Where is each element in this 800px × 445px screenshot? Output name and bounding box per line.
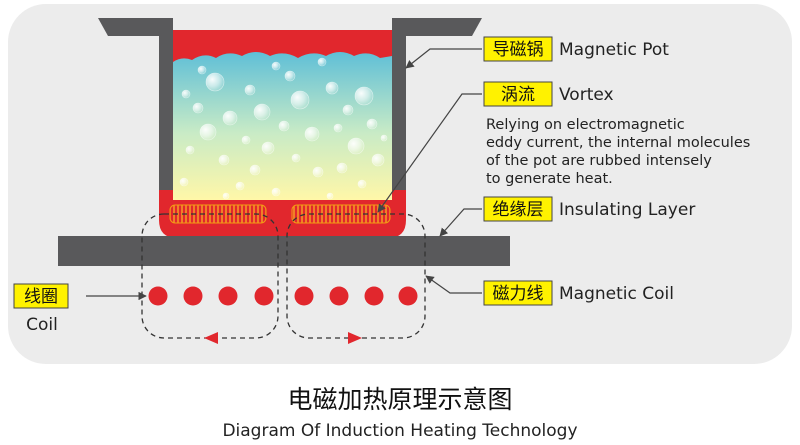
coil-dot [183, 286, 203, 306]
bubble [317, 57, 327, 67]
bubble [222, 192, 230, 200]
current-arrow-right [348, 332, 362, 344]
bubble [199, 123, 217, 141]
field-loop-left [141, 213, 279, 339]
bubble [304, 126, 320, 142]
bubble [179, 177, 189, 187]
label-vortex-tag [483, 81, 553, 107]
coil-dot [398, 286, 418, 306]
label-pot-cn: 导磁锅 [493, 40, 544, 60]
coil-dot [218, 286, 238, 306]
bubble [192, 102, 204, 114]
bubble [336, 162, 348, 174]
bubble [241, 135, 251, 145]
bubble [249, 164, 261, 176]
label-insulating-tag [483, 196, 553, 222]
label-pot: 导磁锅 Magnetic Pot [483, 36, 669, 62]
bubble [342, 104, 354, 116]
bubble [291, 153, 301, 163]
pot-left-rim [98, 18, 170, 36]
label-vortex-en: Vortex [559, 85, 614, 105]
current-arrow-left [204, 332, 218, 344]
bubbles [179, 57, 388, 200]
description-line: to generate heat. [486, 171, 613, 187]
coil-dot [364, 286, 384, 306]
label-insulating-cn: 绝缘层 [493, 200, 544, 220]
bubble [197, 65, 207, 75]
bubble [271, 61, 281, 71]
label-pot-en: Magnetic Pot [559, 40, 669, 60]
bubble [290, 90, 310, 110]
bubble [235, 181, 245, 191]
bubble [371, 153, 385, 167]
insulating-plate [58, 236, 510, 266]
label-insulating: 绝缘层 Insulating Layer [483, 196, 695, 222]
label-insulating-en: Insulating Layer [559, 200, 695, 220]
bubble [218, 154, 230, 166]
bubble [205, 72, 225, 92]
bubble [366, 118, 378, 130]
title-cn: 电磁加热原理示意图 [287, 385, 512, 414]
pot-right-rim [392, 18, 482, 36]
bubble [222, 110, 238, 126]
bubble [312, 166, 324, 178]
label-vortex-cn: 涡流 [501, 85, 535, 105]
label-field-cn: 磁力线 [493, 284, 544, 304]
leader-vortex [377, 93, 482, 213]
bubble [333, 123, 343, 133]
vortex-description: Relying on electromagnetic eddy current,… [486, 117, 750, 187]
label-coil: 线圈 Coil [13, 283, 69, 335]
bubble [347, 137, 365, 155]
bubble [357, 179, 367, 189]
label-coil-cn: 线圈 [24, 287, 58, 307]
description-line: Relying on electromagnetic [486, 117, 685, 133]
bubble [326, 192, 334, 200]
label-pot-tag [483, 36, 553, 62]
coil-dot [148, 286, 168, 306]
bubble [261, 141, 275, 155]
bubble [380, 134, 388, 142]
magnetic-pot [98, 18, 482, 238]
bubble [181, 89, 191, 99]
label-vortex: 涡流 Vortex [483, 81, 614, 107]
title-en: Diagram Of Induction Heating Technology [222, 421, 577, 441]
label-field-en: Magnetic Coil [559, 284, 674, 304]
bubble [185, 145, 195, 155]
bubble [278, 120, 290, 132]
label-coil-en: Coil [26, 315, 58, 335]
leader-pot [405, 48, 482, 69]
coil-dot [254, 286, 274, 306]
leader-field [425, 275, 482, 294]
coil-dot [329, 286, 349, 306]
label-field: 磁力线 Magnetic Coil [483, 280, 674, 306]
description-line: eddy current, the internal molecules [486, 135, 750, 151]
label-coil-tag [13, 283, 69, 309]
label-field-tag [483, 280, 553, 306]
coil-dot [294, 286, 314, 306]
bubble [271, 187, 281, 197]
pot-right-wall [392, 18, 406, 208]
pot-left-wall [159, 18, 173, 208]
coil-dots [148, 286, 418, 306]
leader-insulating [439, 208, 482, 237]
bubble [325, 81, 339, 95]
bubble [253, 103, 271, 121]
bubble [284, 70, 296, 82]
bubble [354, 86, 374, 106]
bubble [244, 84, 256, 96]
description-line: of the pot are rubbed intensely [486, 153, 712, 169]
